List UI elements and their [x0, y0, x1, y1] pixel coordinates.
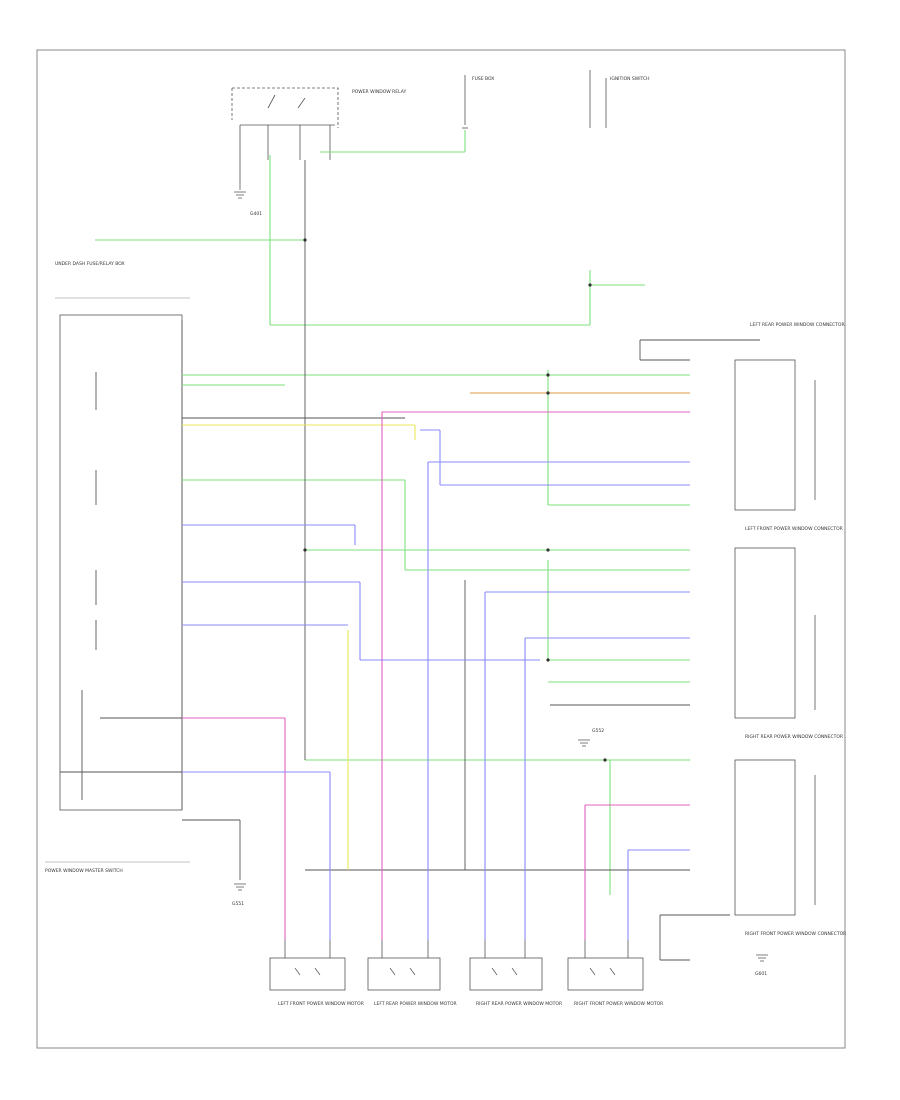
- ground-g552: [578, 739, 590, 747]
- motor-right-rear: RIGHT REAR POWER WINDOW MOTOR: [469, 957, 562, 1007]
- blue-wires: [182, 429, 690, 940]
- right-rear-connector-label: RIGHT REAR POWER WINDOW CONNECTOR: [745, 734, 843, 740]
- yellow-wires: [182, 424, 416, 870]
- motor-right-front: RIGHT FRONT POWER WINDOW MOTOR: [567, 957, 663, 1007]
- ground-g601: [756, 954, 768, 962]
- svg-text:RIGHT FRONT POWER WINDOW MOTOR: RIGHT FRONT POWER WINDOW MOTOR: [574, 1001, 663, 1007]
- fuse-box-block: [462, 70, 607, 129]
- diagram-border: [36, 49, 846, 1049]
- ground-g551: [234, 883, 246, 891]
- left-rear-connector-label: LEFT FRONT POWER WINDOW CONNECTOR: [745, 526, 843, 532]
- motor-left-rear: LEFT REAR POWER WINDOW MOTOR: [367, 957, 457, 1007]
- ignition-label: IGNITION SWITCH: [610, 76, 650, 82]
- relay-label: POWER WINDOW RELAY: [352, 89, 406, 95]
- left-rear-top-label: LEFT REAR POWER WINDOW CONNECTOR: [750, 322, 845, 328]
- g552-label: G552: [592, 728, 604, 734]
- master-switch-box: [59, 314, 183, 811]
- green-wires: [95, 130, 690, 895]
- svg-text:RIGHT REAR POWER WINDOW MOTOR: RIGHT REAR POWER WINDOW MOTOR: [476, 1001, 562, 1007]
- g551-label: G551: [232, 901, 244, 907]
- black-wires: [60, 160, 760, 961]
- g601-label: G601: [755, 971, 767, 977]
- right-front-connector-label: RIGHT FRONT POWER WINDOW CONNECTOR: [745, 931, 846, 937]
- splice-points: [303, 238, 607, 762]
- pink-wires: [182, 411, 690, 940]
- master-switch-label: POWER WINDOW MASTER SWITCH: [45, 868, 123, 874]
- g401-label: G401: [250, 211, 262, 217]
- junction-label: UNDER DASH FUSE/RELAY BOX: [55, 261, 125, 267]
- motor-left-front: LEFT FRONT POWER WINDOW MOTOR: [269, 957, 364, 1007]
- ground-g401: [234, 160, 246, 199]
- svg-text:LEFT REAR POWER WINDOW MOTOR: LEFT REAR POWER WINDOW MOTOR: [374, 1001, 457, 1007]
- power-window-relay: [231, 87, 339, 160]
- fuse-box-label: FUSE BOX: [472, 76, 494, 82]
- svg-text:LEFT FRONT POWER WINDOW MOTOR: LEFT FRONT POWER WINDOW MOTOR: [278, 1001, 364, 1007]
- right-connectors: [734, 359, 816, 916]
- motor-leads: [284, 940, 629, 958]
